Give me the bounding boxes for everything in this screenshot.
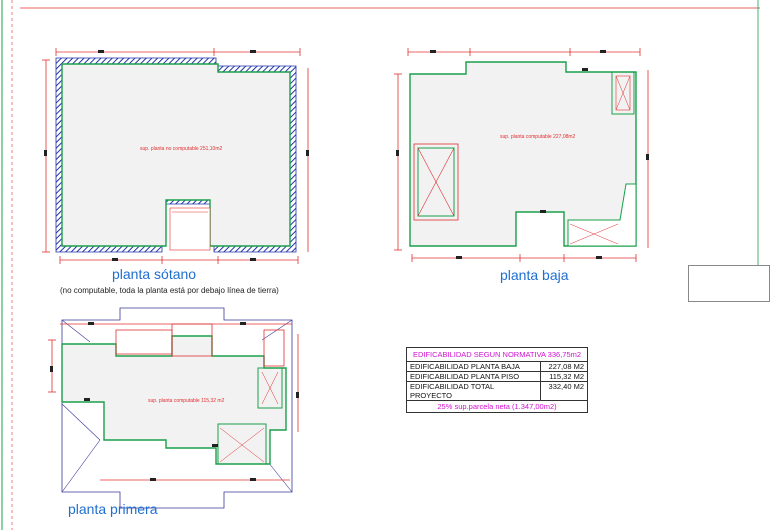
planta-sotano-title: planta sótano <box>112 266 197 282</box>
planta-baja-plan <box>394 48 649 262</box>
sotano-surface-label: sup. planta no computable 251,10m2 <box>140 146 223 152</box>
table-row-value: 227,08 M2 <box>548 362 584 371</box>
table-row: EDIFICABILIDAD PLANTA BAJA 227,08 M2 <box>407 362 587 372</box>
edificabilidad-table-footer: 25% sup.parcela neta (1.347,00m2) <box>437 402 557 411</box>
table-row: EDIFICABILIDAD PLANTA PISO 115,32 M2 <box>407 372 587 382</box>
planta-sotano-plan <box>42 48 309 264</box>
planta-baja-title: planta baja <box>500 267 569 283</box>
edificabilidad-table: EDIFICABILIDAD SEGUN NORMATIVA 336,75m2 … <box>406 347 588 413</box>
planta-primera-plan <box>48 307 299 509</box>
primera-surface-label: sup. planta computable 115,32 m2 <box>148 398 225 404</box>
table-row-label: EDIFICABILIDAD PLANTA PISO <box>407 372 541 381</box>
table-row-value: 115,32 M2 <box>549 372 584 381</box>
table-row-label: EDIFICABILIDAD TOTAL PROYECTO <box>407 382 541 400</box>
baja-surface-label: sup. planta computable 227,08m2 <box>500 134 576 140</box>
table-row-label: EDIFICABILIDAD PLANTA BAJA <box>407 362 541 371</box>
table-row: EDIFICABILIDAD TOTAL PROYECTO 332,40 M2 <box>407 382 587 401</box>
side-empty-box <box>688 265 770 302</box>
planta-primera-title: planta primera <box>68 501 158 517</box>
table-row-value: 332,40 M2 <box>548 382 584 391</box>
planta-sotano-note: (no computable, toda la planta está por … <box>60 286 279 295</box>
edificabilidad-table-header: EDIFICABILIDAD SEGUN NORMATIVA 336,75m2 <box>407 348 587 362</box>
